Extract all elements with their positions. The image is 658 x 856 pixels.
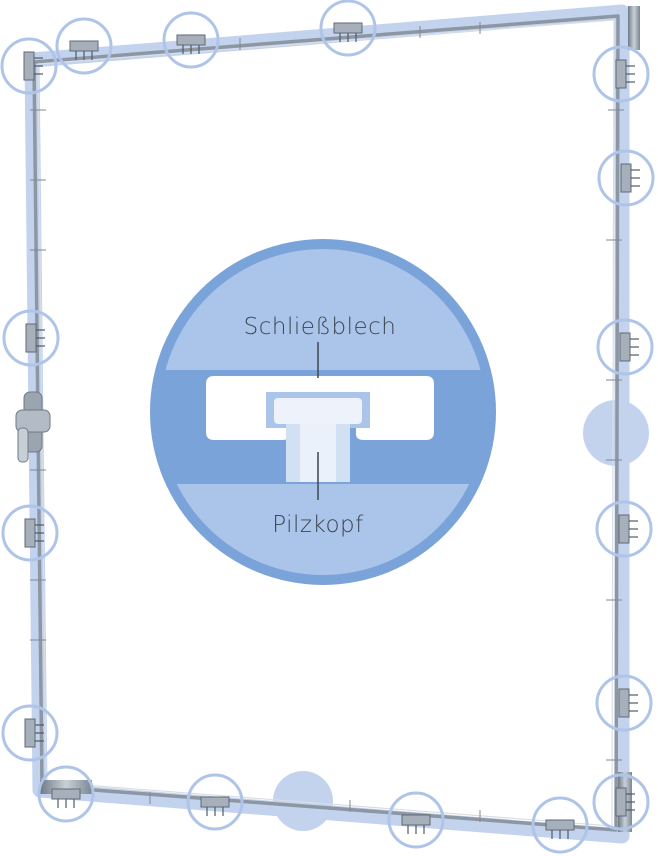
locking-point-hardware: [25, 323, 37, 353]
locking-point-hardware: [69, 40, 99, 52]
locking-point-right-6: [592, 773, 650, 831]
locking-point-right-1: [592, 45, 650, 103]
locking-point-ring: [595, 500, 653, 558]
label-mushroom-head: Pilzkopf: [272, 512, 364, 538]
locking-point-hardware: [176, 34, 206, 46]
window-handle: [15, 391, 51, 463]
locking-point-hardware: [618, 514, 630, 544]
zoom-detail: Schließblech Pilzkopf: [150, 239, 496, 585]
label-strike-plate: Schließblech: [244, 314, 397, 340]
locking-point-right-5: [595, 674, 653, 732]
locking-point-ring: [37, 765, 95, 823]
locking-point-ring: [55, 17, 113, 75]
locking-point-hardware: [615, 787, 627, 817]
locking-point-hardware: [333, 22, 363, 34]
locking-point-hardware: [545, 819, 575, 831]
locking-point-hardware: [24, 718, 36, 748]
locking-point-ring: [592, 45, 650, 103]
locking-point-hardware: [620, 163, 632, 193]
locking-point-ring: [596, 318, 654, 376]
locking-point-hardware: [23, 51, 35, 81]
lower-segment: [160, 484, 486, 575]
locking-point-top-2: [162, 11, 220, 69]
locking-point-ring: [2, 309, 60, 367]
locking-point-ring: [531, 796, 589, 854]
locking-point-ring: [319, 0, 377, 57]
locking-point-bottom-1: [37, 765, 95, 823]
locking-point-hardware: [618, 688, 630, 718]
locking-point-ring: [597, 149, 655, 207]
locking-point-ring: [387, 791, 445, 849]
locking-point-right-4: [595, 500, 653, 558]
locking-point-top-3: [319, 0, 377, 57]
locking-point-bottom-2: [186, 773, 244, 831]
locking-point-left-4: [1, 704, 59, 762]
locking-point-hardware: [619, 332, 631, 362]
locking-point-ring: [1, 504, 59, 562]
locking-point-hardware: [200, 796, 230, 808]
locking-point-hardware: [24, 518, 36, 548]
locking-point-left-2: [2, 309, 60, 367]
locking-point-ring: [595, 674, 653, 732]
locking-point-left-3: [1, 504, 59, 562]
locking-point-hardware: [615, 59, 627, 89]
locking-point-ring: [592, 773, 650, 831]
locking-point-ring: [0, 37, 58, 95]
locking-point-ring: [1, 704, 59, 762]
corner-top-right: [628, 6, 640, 50]
locking-point-hardware: [401, 814, 431, 826]
locking-point-bottom-4: [531, 796, 589, 854]
locking-point-bottom-3: [387, 791, 445, 849]
locking-point-right-3: [596, 318, 654, 376]
frame-blob-bottom: [273, 771, 333, 831]
locking-point-top-1: [55, 17, 113, 75]
locking-point-ring: [186, 773, 244, 831]
locking-point-right-2: [597, 149, 655, 207]
locking-point-left-1: [0, 37, 58, 95]
locking-point-ring: [162, 11, 220, 69]
locking-point-hardware: [51, 788, 81, 800]
